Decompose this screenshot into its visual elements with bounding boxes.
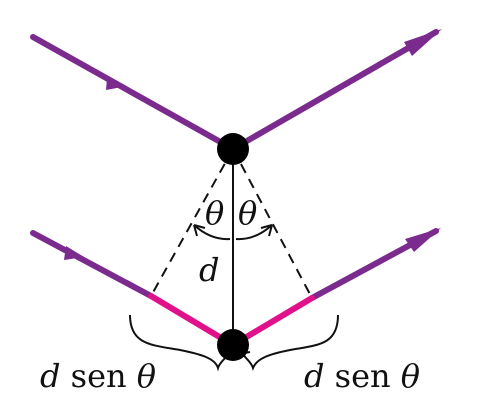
left-theta-text: θ	[137, 357, 156, 395]
right-angle-arc	[235, 224, 273, 241]
left-path-difference-label: d sen θ	[40, 357, 156, 395]
top-reflected-arrowhead-icon	[404, 29, 442, 56]
right-sen-text: sen	[324, 357, 400, 395]
top-incident-arrow-icon	[106, 78, 122, 90]
bottom-incident-ray	[30, 230, 154, 299]
left-angle-arc	[193, 224, 231, 241]
d-label: d	[199, 251, 219, 289]
left-sen-text: sen	[60, 357, 136, 395]
right-angle-arrowhead-icon	[260, 224, 273, 237]
right-dashed-construction-line	[232, 148, 313, 299]
right-brace	[243, 314, 339, 372]
left-theta-label: θ	[205, 194, 224, 232]
right-theta-label: θ	[238, 194, 257, 232]
right-theta-text: θ	[401, 357, 420, 395]
right-d-text: d	[304, 357, 324, 395]
left-dashed-construction-line	[150, 148, 234, 297]
top-incident-ray	[30, 34, 236, 152]
bottom-reflected-arrowhead-icon	[405, 228, 441, 252]
top-atom	[217, 133, 249, 165]
left-angle-arrowhead-icon	[193, 224, 206, 237]
bottom-atom	[217, 329, 249, 361]
left-d-text: d	[40, 357, 60, 395]
bottom-incident-arrow-icon	[64, 246, 84, 260]
right-path-difference-label: d sen θ	[304, 357, 420, 395]
top-reflected-ray	[230, 29, 439, 152]
